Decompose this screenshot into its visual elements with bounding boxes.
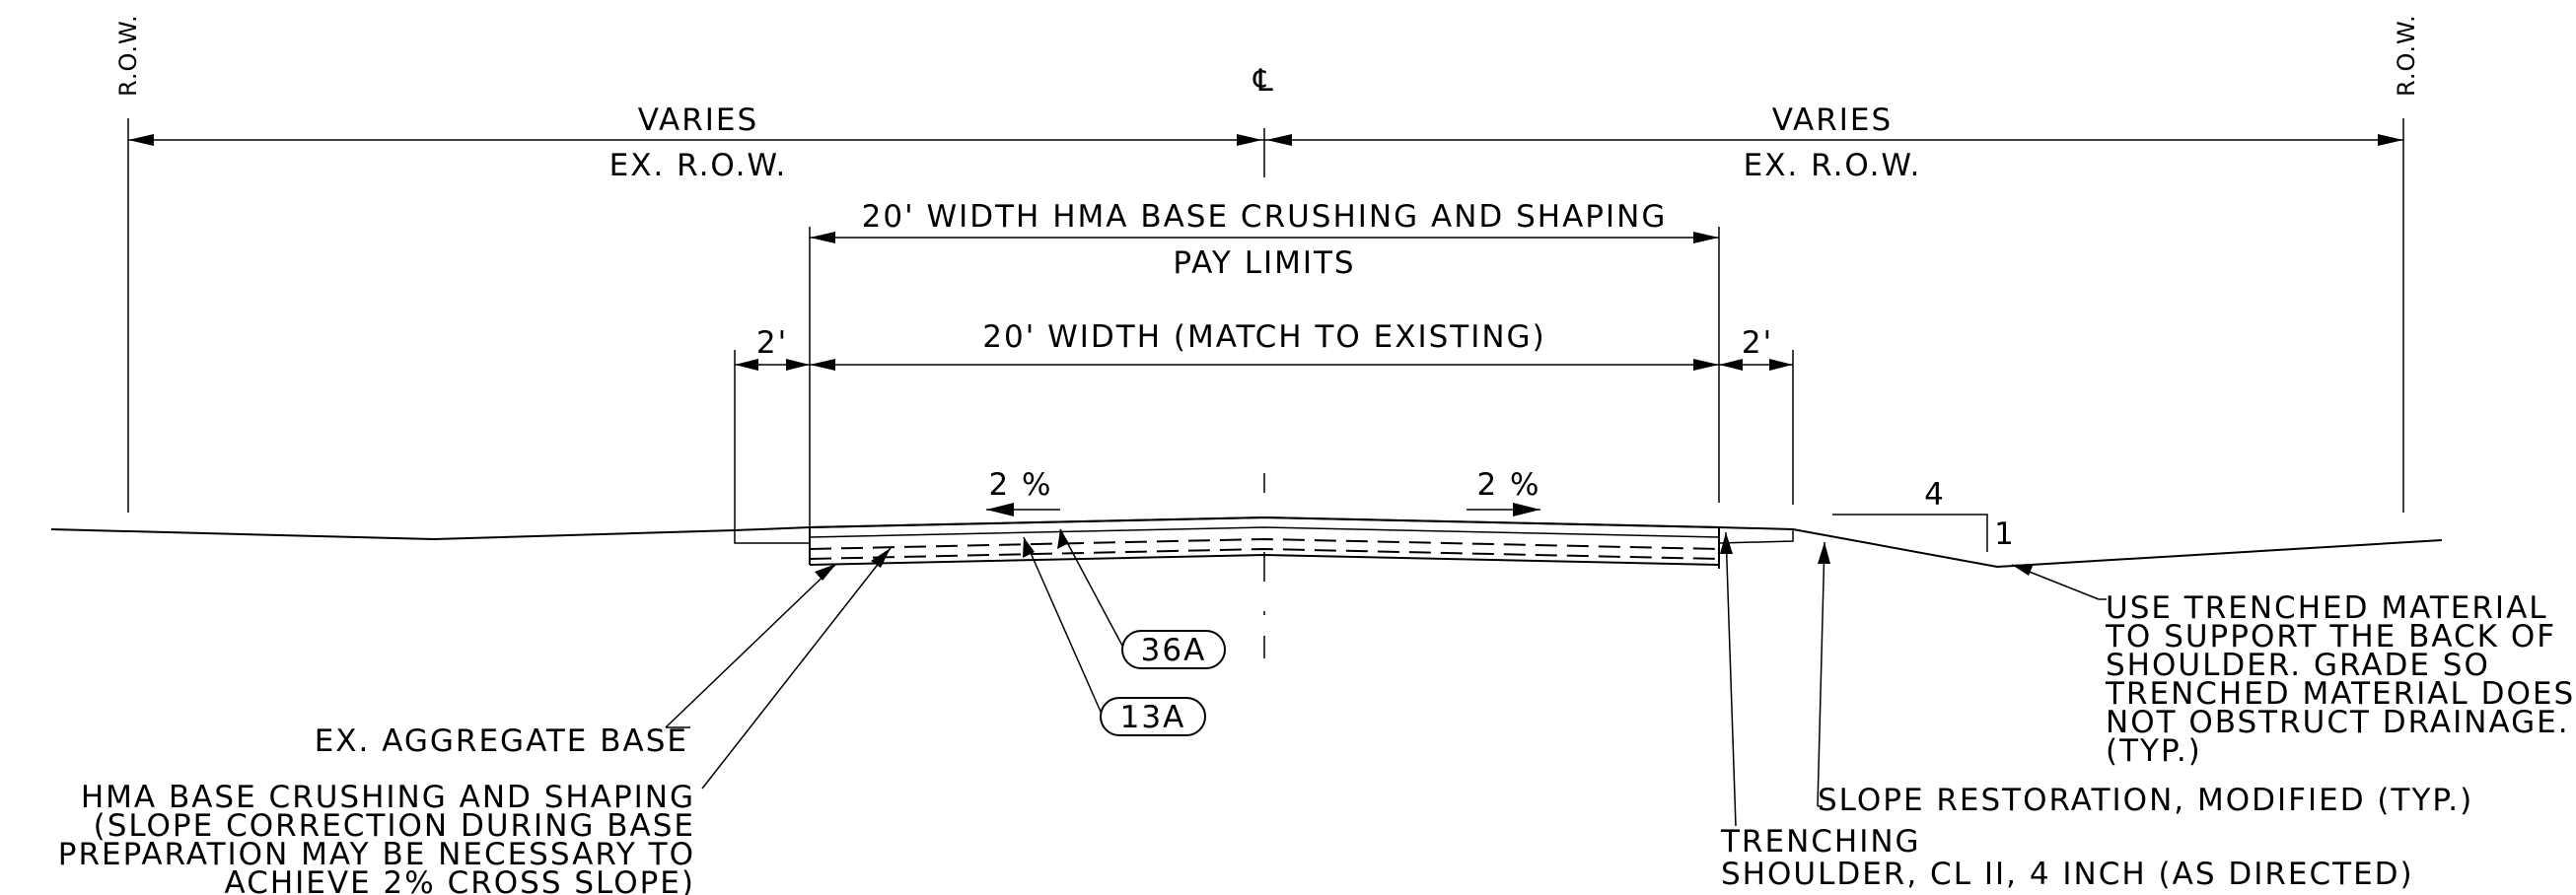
leader-slope-restoration-arrow [1818, 542, 1830, 564]
varies-left-label: VARIES [638, 103, 758, 138]
note-trenched-line-1: USE TRENCHED MATERIAL [2106, 590, 2548, 626]
note-trenching-line-1: TRENCHING [1720, 824, 1921, 860]
note-trenched-line-6: (TYP.) [2106, 733, 2202, 769]
leader-slope-restoration [1817, 541, 1825, 807]
slope-right-arrowhead [1513, 503, 1540, 516]
note-hma-base-line-4: ACHIEVE 2% CROSS SLOPE) [225, 865, 695, 895]
varies-right-label: VARIES [1772, 103, 1893, 138]
match-arrow-right [1693, 359, 1719, 371]
ex-row-right-label: EX. R.O.W. [1744, 148, 1922, 183]
leader-36a [1059, 528, 1123, 647]
row-left-label: R.O.W. [114, 14, 142, 97]
pay-limits-label: PAY LIMITS [1173, 245, 1355, 281]
leader-trenched-arrow [2012, 564, 2034, 576]
leader-hma-base-arrow [871, 548, 891, 568]
two-ft-right-arrow-a [1719, 359, 1743, 371]
match-width-label: 20' WIDTH (MATCH TO EXISTING) [982, 319, 1545, 355]
two-ft-left-arrow-b [786, 359, 810, 371]
varies-arrow-center-right [1266, 134, 1292, 146]
note-trenched-line-4: TRENCHED MATERIAL DOES [2105, 676, 2575, 712]
tag-13a-label: 13A [1120, 700, 1186, 735]
pavement-layer-13a-dashed-1 [809, 537, 1720, 550]
pavement-top [809, 516, 1720, 528]
hma-arrow-left [810, 232, 835, 243]
shoulder-right [1718, 529, 1794, 544]
leader-trenching [1725, 531, 1737, 827]
match-arrow-left [810, 359, 835, 371]
tag-36a-label: 36A [1141, 633, 1207, 668]
leader-ex-aggregate [665, 563, 837, 728]
note-hma-base-line-1: HMA BASE CRUSHING AND SHAPING [81, 780, 695, 815]
leader-36a-arrow [1057, 529, 1069, 549]
slope-ratio-triangle [1832, 514, 1988, 552]
slope-left-arrowhead [986, 503, 1014, 516]
two-ft-right-label: 2' [1742, 325, 1773, 361]
pavement-bottom [809, 553, 1720, 566]
hma-arrow-right [1693, 232, 1719, 243]
slope-ratio-run: 4 [1924, 477, 1946, 513]
note-hma-base-line-2: (SLOPE CORRECTION DURING BASE [94, 808, 695, 844]
slope-ratio-rise: 1 [1994, 516, 2016, 552]
tag-36a-box [1121, 630, 1226, 669]
note-trenching-line-2: SHOULDER, CL II, 4 INCH (AS DIRECTED) [1721, 857, 2414, 892]
hma-width-label: 20' WIDTH HMA BASE CRUSHING AND SHAPING [862, 199, 1668, 235]
note-trenched-line-2: TO SUPPORT THE BACK OF [2105, 619, 2556, 654]
leader-trenching-arrow [1720, 532, 1733, 554]
leader-hma-base [701, 547, 892, 790]
centerline-symbol: ℄ [1252, 63, 1275, 99]
note-hma-base-line-3: PREPARATION MAY BE NECESSARY TO [58, 837, 695, 872]
two-ft-left-label: 2' [756, 325, 788, 361]
ex-row-left-label: EX. R.O.W. [609, 148, 788, 183]
pavement-layer-13a-dashed-2 [809, 547, 1720, 560]
leader-ex-aggregate-arrow [815, 564, 836, 581]
leader-13a-arrow [1023, 537, 1035, 558]
varies-arrow-right [2378, 134, 2403, 146]
note-trenched-line-3: SHOULDER. GRADE SO [2106, 648, 2490, 683]
varies-arrow-left [128, 134, 154, 146]
two-ft-left-arrow-a [735, 359, 758, 371]
leader-13a [1023, 536, 1102, 713]
row-right-label: R.O.W. [2393, 14, 2420, 97]
note-trenched-line-5: NOT OBSTRUCT DRAINAGE. [2106, 705, 2570, 740]
slope-left-label: 2 % [988, 467, 1052, 503]
slope-right-label: 2 % [1476, 467, 1540, 503]
existing-ground-line [50, 516, 2443, 569]
two-ft-right-arrow-b [1769, 359, 1793, 371]
note-slope-restoration: SLOPE RESTORATION, MODIFIED (TYP.) [1818, 783, 2473, 818]
varies-arrow-center-left [1237, 134, 1262, 146]
shoulder-left [734, 530, 810, 544]
tag-13a-box [1100, 697, 1206, 736]
note-ex-aggregate-base: EX. AGGREGATE BASE [315, 723, 688, 759]
pavement-layer-36a [809, 526, 1720, 538]
